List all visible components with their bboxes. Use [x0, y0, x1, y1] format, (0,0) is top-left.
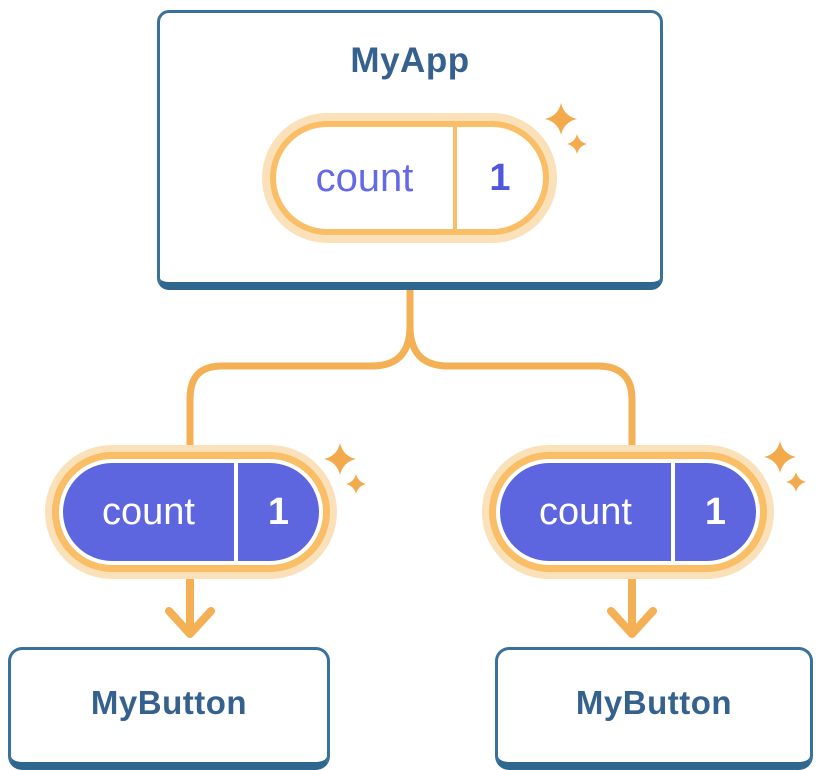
state-pill-root: count 1 — [262, 113, 557, 243]
sparkles-icon — [545, 103, 587, 154]
pill-key-label: count — [102, 490, 195, 533]
pill-value: 1 — [267, 490, 290, 533]
component-card-mybutton-left: MyButton — [8, 647, 330, 770]
arrow-down-icon — [165, 574, 215, 638]
component-title: MyButton — [90, 684, 248, 721]
component-card-myapp: MyApp — [157, 10, 663, 290]
sparkles-icon — [324, 443, 366, 494]
pill-value: 1 — [704, 490, 727, 533]
pill-value: 1 — [489, 156, 511, 199]
component-title: MyButton — [575, 684, 733, 721]
pill-divider — [453, 127, 457, 229]
pill-key-label: count — [539, 490, 632, 533]
branch-right-line — [406, 284, 636, 451]
pill-divider — [234, 463, 238, 561]
prop-pill-right: count 1 — [482, 445, 774, 579]
sparkles-icon — [764, 441, 806, 492]
component-title: MyApp — [350, 41, 470, 80]
pill-divider — [671, 463, 675, 561]
component-card-mybutton-right: MyButton — [495, 647, 813, 770]
branch-left-line — [186, 284, 414, 451]
prop-pill-left: count 1 — [45, 445, 337, 579]
pill-key-label: count — [315, 155, 414, 200]
arrow-down-icon — [607, 574, 657, 638]
